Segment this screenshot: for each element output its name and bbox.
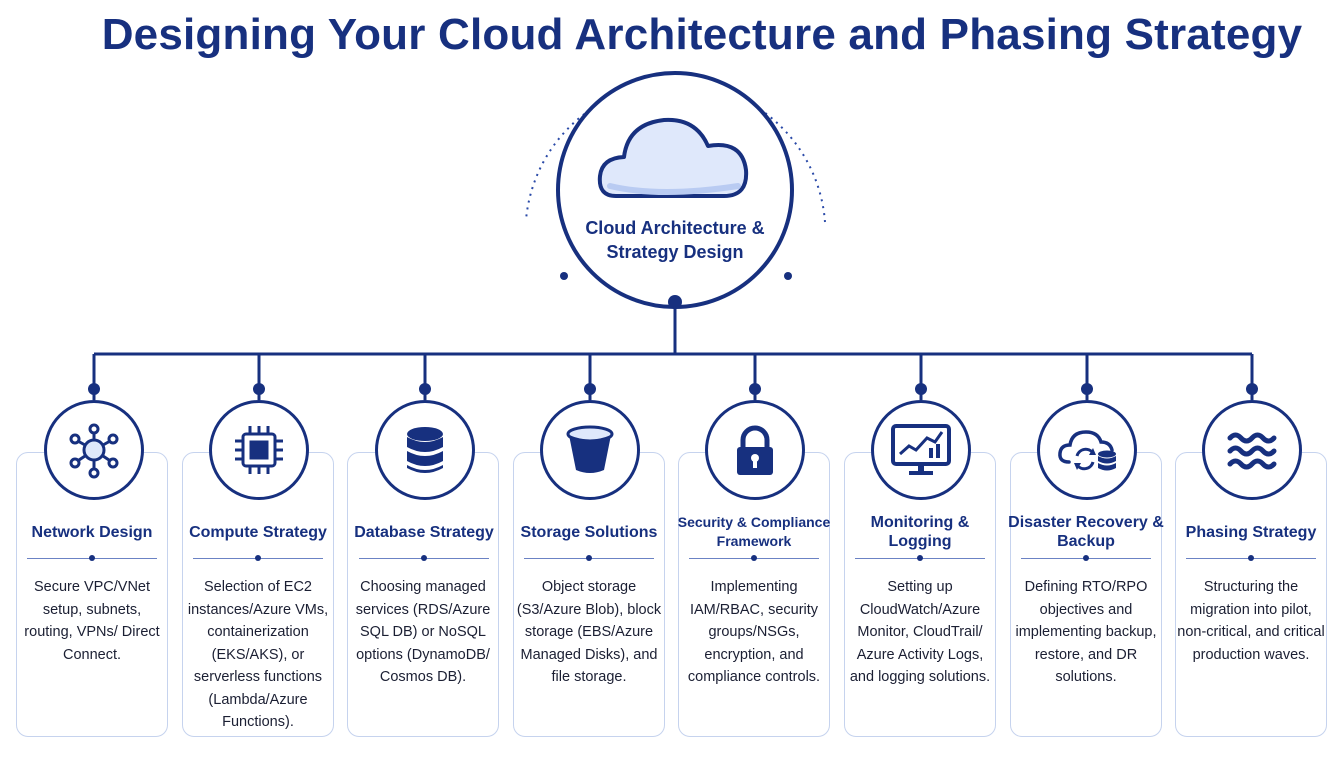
card-desc-disaster-recovery: Defining RTO/RPO objectives and implemen… bbox=[1015, 579, 1157, 685]
card-title-compute-strategy: Compute Strategy bbox=[189, 523, 327, 541]
cloud-sync-database-icon bbox=[1058, 430, 1116, 471]
branch-dot-8 bbox=[1246, 383, 1258, 395]
card-divider-dot bbox=[421, 555, 427, 561]
hub-label-line2: Strategy Design bbox=[606, 242, 744, 262]
cloud-icon bbox=[597, 117, 749, 198]
storage-bucket-icon bbox=[566, 425, 614, 473]
card-desc-security-compliance: Implementing IAM/RBAC, security groups/N… bbox=[687, 579, 821, 685]
branch-dot-1 bbox=[88, 383, 100, 395]
network-nodes-icon bbox=[69, 423, 119, 479]
hub-label-line1: Cloud Architecture & bbox=[585, 218, 765, 238]
padlock-icon bbox=[737, 425, 773, 475]
branch-dot-2 bbox=[253, 383, 265, 395]
waves-icon bbox=[1227, 432, 1277, 470]
card-icon-security-compliance bbox=[705, 400, 805, 500]
card-desc-storage-solutions: Object storage (S3/Azure Blob), block st… bbox=[516, 579, 662, 685]
card-desc-database-strategy: Choosing managed services (RDS/Azure SQL… bbox=[355, 579, 491, 685]
card-icon-phasing-strategy bbox=[1202, 400, 1302, 500]
card-icon-disaster-recovery bbox=[1037, 400, 1137, 500]
branch-drops bbox=[88, 354, 1258, 400]
card-title-disaster-recovery: Disaster Recovery & Backup bbox=[1008, 514, 1164, 550]
card-title-network-design: Network Design bbox=[31, 523, 153, 541]
card-divider-dot bbox=[89, 555, 95, 561]
card-desc-compute-strategy: Selection of EC2 instances/Azure VMs, co… bbox=[187, 579, 329, 730]
database-icon bbox=[407, 427, 443, 473]
card-title-phasing-strategy: Phasing Strategy bbox=[1185, 523, 1317, 541]
branch-dot-7 bbox=[1081, 383, 1093, 395]
card-icon-network-design bbox=[44, 400, 144, 500]
page-title: Designing Your Cloud Architecture and Ph… bbox=[101, 10, 1303, 59]
card-icon-compute-strategy bbox=[209, 400, 309, 500]
card-title-monitoring-logging: Monitoring & Logging bbox=[870, 514, 970, 550]
card-divider-dot bbox=[917, 555, 923, 561]
hub-label: Cloud Architecture & Strategy Design bbox=[575, 216, 775, 264]
card-divider-dot bbox=[586, 555, 592, 561]
card-divider-dot bbox=[255, 555, 261, 561]
card-title-storage-solutions: Storage Solutions bbox=[520, 523, 658, 541]
card-icon-database-strategy bbox=[375, 400, 475, 500]
card-desc-network-design: Secure VPC/VNet setup, subnets, routing,… bbox=[24, 579, 160, 663]
card-title-security-compliance: Security & Compliance Framework bbox=[677, 514, 831, 549]
card-divider-dot bbox=[751, 555, 757, 561]
monitor-chart-icon bbox=[891, 424, 951, 475]
branch-dot-4 bbox=[584, 383, 596, 395]
branch-dot-6 bbox=[915, 383, 927, 395]
card-icon-storage-solutions bbox=[540, 400, 640, 500]
hub-arc-dot-left bbox=[560, 272, 568, 280]
card-divider-dot bbox=[1083, 555, 1089, 561]
hub-dotted-arc bbox=[525, 82, 826, 223]
hub-bottom-dot bbox=[668, 295, 682, 309]
card-title-database-strategy: Database Strategy bbox=[354, 523, 494, 541]
card-desc-phasing-strategy: Structuring the migration into pilot, no… bbox=[1177, 579, 1325, 663]
branch-dot-3 bbox=[419, 383, 431, 395]
hub-arc-dot-right bbox=[784, 272, 792, 280]
card-desc-monitoring-logging: Setting up CloudWatch/Azure Monitor, Clo… bbox=[849, 579, 991, 685]
cpu-chip-icon bbox=[235, 426, 283, 474]
card-divider-dot bbox=[1248, 555, 1254, 561]
branch-dot-5 bbox=[749, 383, 761, 395]
card-icon-monitoring-logging bbox=[871, 400, 971, 500]
